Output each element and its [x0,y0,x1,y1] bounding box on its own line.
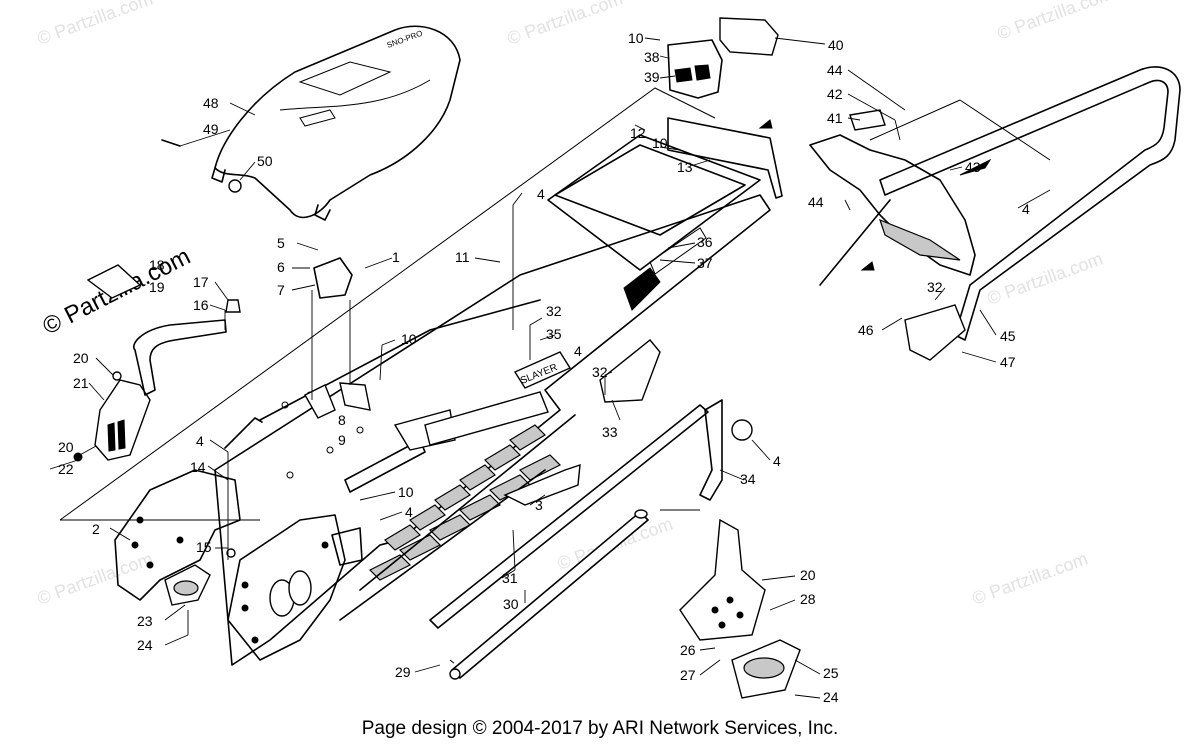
callout-label: 44 [827,62,843,78]
bracket [339,382,371,411]
callout-label: 22 [58,461,74,477]
callout-label: 27 [680,667,696,683]
callout-label: 1 [392,249,400,265]
left-footrest [86,264,227,461]
callout-label: 14 [190,459,206,475]
callout-label: 3 [535,497,543,513]
callout-label: 4 [1022,201,1030,217]
right-footrest [679,518,801,699]
arrow-icon [860,261,875,271]
callout-label: 9 [338,432,346,448]
callout-label: 26 [680,642,696,658]
callout-label: 48 [203,95,219,111]
bracket-knob [731,419,753,441]
callout-label: 8 [338,412,346,428]
callout-label: 29 [395,664,411,680]
callout-label: 12 [630,125,646,141]
callout-label: 20 [58,439,74,455]
watermark: © Partzilla.com [970,548,1091,608]
callout-label: 4 [537,186,545,202]
callout-label: 36 [697,234,713,250]
bracket [313,257,353,299]
callout-label: 7 [277,282,285,298]
callout-label: 17 [193,274,209,290]
callout-label: 13 [677,159,693,175]
callout-label: 50 [257,153,273,169]
callout-label: 2 [92,521,100,537]
callout-label: 32 [592,364,608,380]
callout-label: 18 [149,257,165,273]
watermark: © Partzilla.com [985,248,1106,308]
callout-label: 11 [455,249,470,265]
callout-label: 16 [193,297,209,313]
callout-label: 4 [574,343,582,359]
tunnel-body [214,194,771,666]
callout-label: 25 [823,665,839,681]
callout-label: 40 [828,37,844,53]
bracket [503,463,581,506]
callout-label: 4 [196,433,204,449]
callout-label: 33 [602,424,618,440]
arrow-icon [758,119,773,129]
fastener [112,371,122,381]
clamp [904,304,966,361]
watermark: © Partzilla.com [35,548,156,608]
callout-label: 10 [652,135,668,151]
rear-step-plate [667,17,783,199]
callout-label: 24 [823,689,839,705]
callout-label: 34 [740,471,756,487]
callout-label: 47 [1000,354,1016,370]
callout-label: 20 [800,567,816,583]
watermark: © Partzilla.com [995,0,1116,44]
page-design-credit: Page design © 2004-2017 by ARI Network S… [361,718,839,739]
callout-label: 32 [927,279,943,295]
side-decals: SLAYER [393,339,661,451]
callout-label: 35 [546,326,562,342]
assembly-frame-lines [59,87,716,521]
callout-label: 23 [137,613,153,629]
watermark: © Partzilla.com [35,0,156,49]
callout-label: 49 [203,121,219,137]
tunnel-top [547,134,761,311]
callout-label: 15 [196,539,212,555]
callout-label: 19 [149,279,165,295]
callout-label: 31 [502,570,518,586]
snowflap [809,109,992,286]
callout-label: 32 [546,303,562,319]
callout-label: 41 [827,110,843,126]
callout-labels: 1 2 3 4 4 4 4 4 4 5 6 7 8 9 10 10 10 10 … [58,30,1030,705]
callout-label: 4 [405,504,413,520]
callout-label: 6 [277,259,285,275]
callout-label: 37 [697,255,713,271]
side-bracket [699,399,723,501]
callout-label: 10 [628,30,644,46]
callout-label: 43 [965,159,981,175]
seat: SNO-PRO [211,25,461,221]
callout-label: 10 [398,484,414,500]
callout-label: 44 [808,194,824,210]
callout-label: 38 [644,49,660,65]
callout-label: 4 [773,453,781,469]
callout-label: 39 [644,69,660,85]
rails [429,404,709,680]
callout-label: 28 [800,591,816,607]
fastener [226,548,236,558]
callout-label: 46 [858,322,874,338]
bracket [304,384,336,419]
callout-label: 30 [503,596,519,612]
callout-label: 10 [401,331,417,347]
fastener [225,299,241,313]
callout-label: 24 [137,637,153,653]
callout-label: 45 [1000,328,1016,344]
callout-label: 5 [277,235,285,251]
footrest-cup-inner [173,580,199,596]
bumper-bracket [114,469,241,601]
leader-lines [49,37,1051,699]
callout-label: 21 [73,375,89,391]
callout-label: 20 [73,350,89,366]
watermark: © Partzilla.com [505,0,626,49]
callout-label: 42 [827,86,843,102]
